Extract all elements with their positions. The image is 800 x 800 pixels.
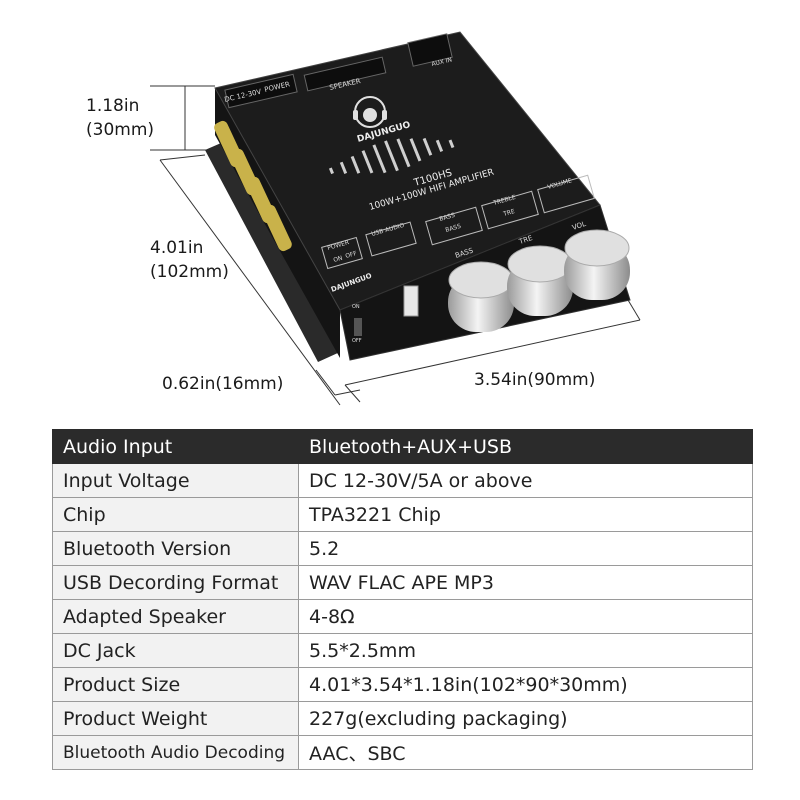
spec-label: Product Size [52, 667, 299, 702]
spec-label: DC Jack [52, 633, 299, 668]
amplifier-drawing: POWER DC 12-30V SPEAKER AUX IN DAJUNGUO … [150, 31, 641, 406]
headphone-logo-icon [353, 96, 387, 128]
label-aux-in: AUX IN [431, 56, 453, 67]
knob-bass [448, 261, 514, 332]
spec-label: USB Decording Format [52, 565, 299, 600]
spec-label: Bluetooth Version [52, 531, 299, 566]
dimension-depth-in: 4.01in [150, 238, 204, 258]
board-edge [205, 140, 340, 362]
table-row: Product Weight 227g(excluding packaging) [52, 701, 753, 736]
spec-header-value: Bluetooth+AUX+USB [298, 429, 753, 464]
spec-value: AAC、SBC [298, 735, 753, 770]
equalizer-graphic [328, 137, 455, 175]
label-on: ON [333, 255, 344, 264]
table-row: Chip TPA3221 Chip [52, 497, 753, 532]
spec-label: Chip [52, 497, 299, 532]
product-illustration: POWER DC 12-30V SPEAKER AUX IN DAJUNGUO … [86, 31, 641, 406]
spec-label: Product Weight [52, 701, 299, 736]
table-row: Bluetooth Audio Decoding AAC、SBC [52, 735, 753, 770]
dimension-height-in: 1.18in [86, 96, 140, 116]
table-row: USB Decording Format WAV FLAC APE MP3 [52, 565, 753, 600]
label-off: OFF [345, 250, 359, 260]
spec-value: DC 12-30V/5A or above [298, 463, 753, 498]
label-bass-box: BASS [439, 212, 456, 223]
label-tre-box2: TRE [502, 208, 516, 218]
dimension-height-mm: (30mm) [86, 120, 155, 140]
table-row: DC Jack 5.5*2.5mm [52, 633, 753, 668]
spec-table: Audio Input Bluetooth+AUX+USB Input Volt… [52, 429, 753, 770]
spec-value: 4-8Ω [298, 599, 753, 634]
knob-treble [507, 245, 573, 316]
spec-value: 5.5*2.5mm [298, 633, 753, 668]
knob-label-vol: VOL [571, 220, 587, 232]
spec-value: 4.01*3.54*1.18in(102*90*30mm) [298, 667, 753, 702]
dimension-lines [150, 85, 641, 406]
capacitors [214, 120, 292, 252]
dimension-thickness: 0.62in(16mm) [162, 374, 284, 394]
spec-value: 5.2 [298, 531, 753, 566]
knob-volume [564, 229, 630, 300]
spec-label: Input Voltage [52, 463, 299, 498]
power-switch [354, 318, 362, 336]
dimension-depth-mm: (102mm) [150, 262, 229, 282]
spec-value: TPA3221 Chip [298, 497, 753, 532]
spec-value: 227g(excluding packaging) [298, 701, 753, 736]
spec-value: WAV FLAC APE MP3 [298, 565, 753, 600]
front-off-label: OFF [352, 338, 362, 344]
table-row: Bluetooth Version 5.2 [52, 531, 753, 566]
spec-label: Adapted Speaker [52, 599, 299, 634]
table-row: Input Voltage DC 12-30V/5A or above [52, 463, 753, 498]
spec-header-label: Audio Input [52, 429, 299, 464]
table-row: Product Size 4.01*3.54*1.18in(102*90*30m… [52, 667, 753, 702]
front-on-label: ON [352, 304, 360, 310]
dimension-width: 3.54in(90mm) [474, 370, 596, 390]
spec-label: Bluetooth Audio Decoding [52, 735, 299, 770]
top-connectors [224, 33, 453, 109]
usb-port [403, 285, 419, 317]
spec-header-row: Audio Input Bluetooth+AUX+USB [52, 429, 753, 464]
table-row: Adapted Speaker 4-8Ω [52, 599, 753, 634]
label-bass-box2: BASS [445, 223, 462, 234]
